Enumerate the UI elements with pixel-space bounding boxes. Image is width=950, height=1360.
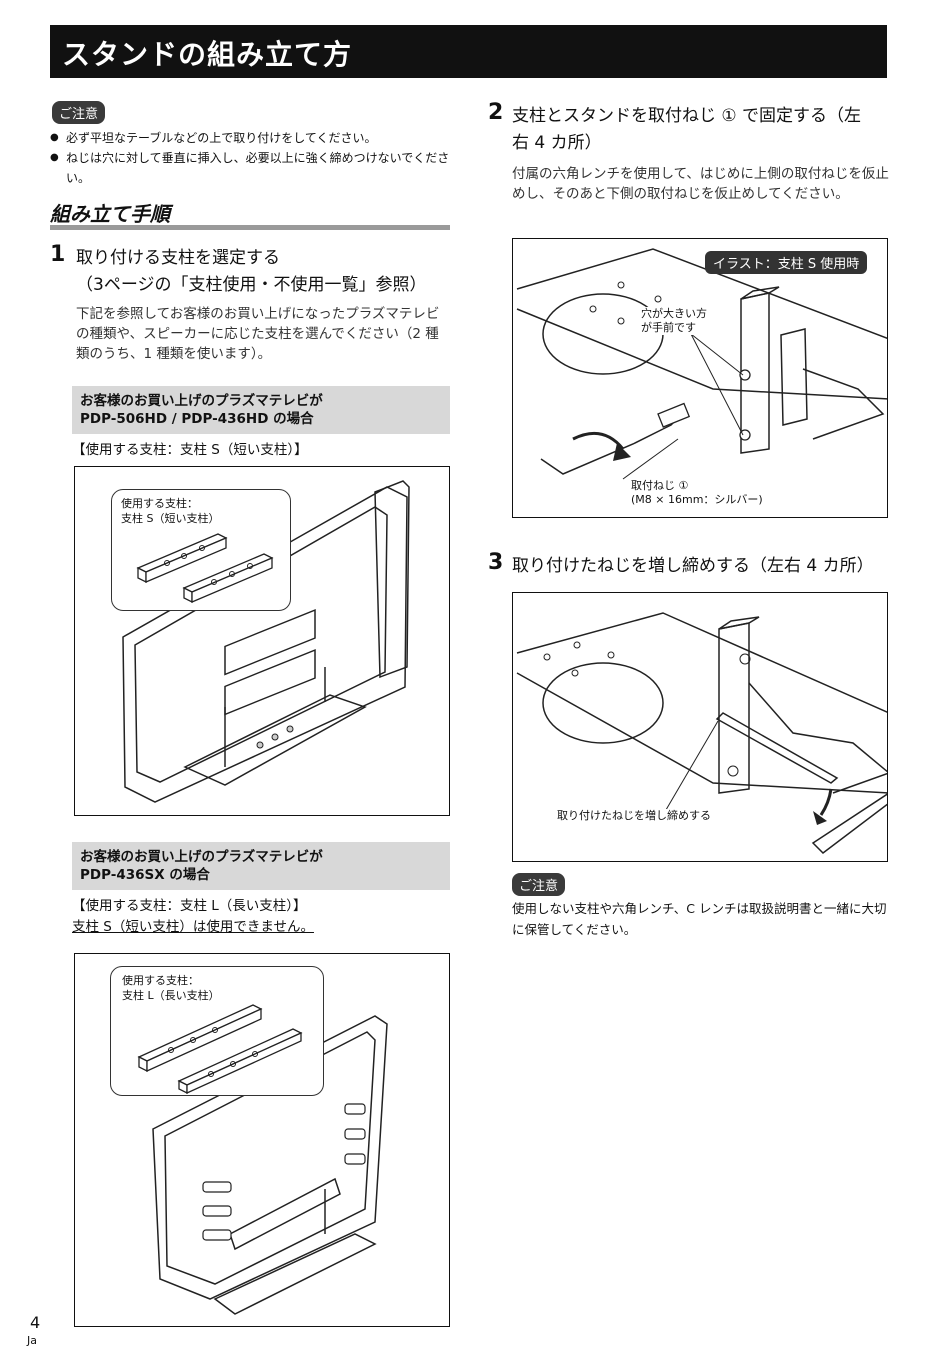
label-hole-line1: 穴が大きい方 xyxy=(641,307,707,321)
callout-2-line1: 使用する支柱： xyxy=(122,974,199,987)
section-heading-text: 組み立て手順 xyxy=(50,202,170,226)
case-1-usage: 【使用する支柱：支柱 S（短い支柱）】 xyxy=(72,442,308,458)
case-1-box: お客様のお買い上げのプラズマテレビが PDP-506HD / PDP-436HD… xyxy=(72,386,450,434)
caution-badge: ご注意 xyxy=(52,101,106,124)
caution-2-body: 使用しない支柱や六角レンチ、C レンチは取扱説明書と一緒に大切に保管してください… xyxy=(512,901,887,937)
case-2-box: お客様のお買い上げのプラズマテレビが PDP-436SX の場合 xyxy=(72,842,450,890)
case-2-box-line1: お客様のお買い上げのプラズマテレビが xyxy=(80,849,323,865)
step-2-body: 付属の六角レンチを使用して、はじめに上側の取付ねじを仮止めし、そのあと下側の取付… xyxy=(512,166,889,202)
label-hole-line2: が手前です xyxy=(641,321,696,335)
label-screw-line2: (M8 × 16mm：シルバー) xyxy=(631,493,763,507)
stand-screw-illustration xyxy=(516,248,887,480)
case-2-usage-line1: 【使用する支柱：支柱 L（長い支柱）】 xyxy=(72,898,307,914)
stand-tighten-illustration xyxy=(516,612,887,854)
figure-badge: イラスト：支柱 S 使用時 xyxy=(705,251,868,274)
label-screw-line1: 取付ねじ ① xyxy=(631,479,689,493)
long-post-parts-icon xyxy=(137,1004,303,1095)
step-1-title-line1: 取り付ける支柱を選定する xyxy=(76,248,280,268)
page-title-bar: スタンドの組み立て方 xyxy=(50,25,887,78)
figure-stand-short-post: 使用する支柱： 支柱 S（短い支柱） xyxy=(74,466,450,816)
step-2-title-line2: 右 4 カ所） xyxy=(512,133,602,153)
case-2-box-line2: PDP-436SX の場合 xyxy=(80,867,210,883)
page-language: Ja xyxy=(27,1334,37,1347)
figure-stand-long-post: 使用する支柱： 支柱 L（長い支柱） xyxy=(74,953,450,1327)
step-3-title: 取り付けたねじを増し締めする（左右 4 カ所） xyxy=(512,556,874,576)
callout-1-line1: 使用する支柱： xyxy=(121,497,198,510)
label-tighten: 取り付けたねじを増し締めする xyxy=(557,809,711,823)
callout-short-post: 使用する支柱： 支柱 S（短い支柱） xyxy=(111,489,291,611)
case-1-box-line2: PDP-506HD / PDP-436HD の場合 xyxy=(80,411,314,427)
step-1-title-line2: （3ページの「支柱使用・不使用一覧」参照） xyxy=(76,275,427,295)
caution-badge-2: ご注意 xyxy=(512,873,566,896)
page-title: スタンドの組み立て方 xyxy=(62,38,353,71)
section-heading: 組み立て手順 xyxy=(50,198,450,230)
callout-2-line2: 支柱 L（長い支柱） xyxy=(122,989,220,1002)
case-1-box-line1: お客様のお買い上げのプラズマテレビが xyxy=(80,393,323,409)
tv-back-illustration-2 xyxy=(152,1015,388,1315)
case-2-usage-line2: 支柱 S（短い支柱）は使用できません。 xyxy=(72,919,314,935)
step-1-number: 1 xyxy=(50,242,66,267)
caution-item: ねじは穴に対して垂直に挿入し、必要以上に強く締めつけないでください。 xyxy=(50,148,450,188)
figure-tighten-screw: 取り付けたねじを増し締めする xyxy=(512,592,888,862)
caution-item: 必ず平坦なテーブルなどの上で取り付けをしてください。 xyxy=(50,128,450,148)
step-2-number: 2 xyxy=(488,100,504,125)
short-post-parts-icon xyxy=(136,533,274,604)
section-rule xyxy=(50,225,450,230)
case-2-usage: 【使用する支柱：支柱 L（長い支柱）】 支柱 S（短い支柱）は使用できません。 xyxy=(72,896,314,938)
step-2-title-line1: 支柱とスタンドを取付ねじ ① で固定する（左 xyxy=(512,106,862,126)
figure-attach-screw: イラスト：支柱 S 使用時 穴が大きい方 が手前です 取付ねじ ① (M8 × … xyxy=(512,238,888,518)
page-number: 4 xyxy=(30,1313,41,1332)
caution-list: 必ず平坦なテーブルなどの上で取り付けをしてください。 ねじは穴に対して垂直に挿入… xyxy=(50,128,450,188)
callout-1-line2: 支柱 S（短い支柱） xyxy=(121,512,220,525)
tv-back-illustration-1 xyxy=(122,480,410,803)
step-3-number: 3 xyxy=(488,550,504,575)
callout-long-post: 使用する支柱： 支柱 L（長い支柱） xyxy=(110,966,324,1096)
step-1-body: 下記を参照してお客様のお買い上げになったプラズマテレビの種類や、スピーカーに応じ… xyxy=(76,306,440,362)
